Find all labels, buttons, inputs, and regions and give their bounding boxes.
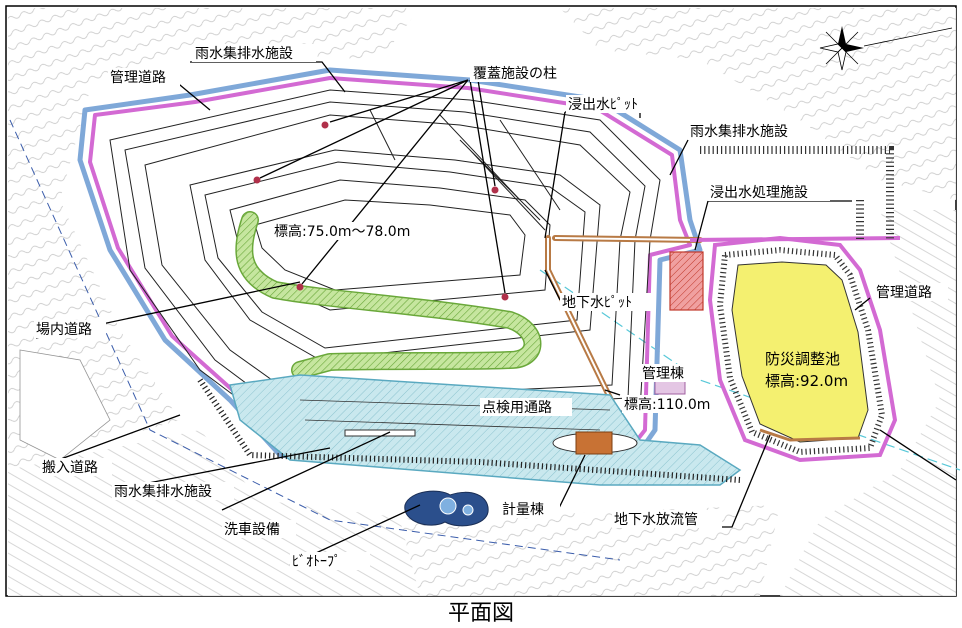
label-leachate-pit: 浸出水ﾋﾟｯﾄ: [568, 97, 638, 113]
label-car-wash: 洗車設備: [224, 521, 280, 538]
entry-retaining-wall: [197, 378, 741, 483]
labels: 雨水集排水施設 管理道路 覆蓋施設の柱 浸出水ﾋﾟｯﾄ 雨水集排水施設 浸出水処…: [34, 44, 948, 570]
retaining-right: [700, 146, 894, 240]
label-kanri-road-right: 管理道路: [876, 285, 932, 301]
weighing-building: [575, 431, 613, 455]
label-cover-pillars: 覆蓋施設の柱: [473, 66, 557, 82]
leachate-treatment-building: [669, 251, 704, 311]
pillar-3: [491, 186, 499, 194]
disaster-pond: [707, 235, 898, 463]
label-rain-right: 雨水集排水施設: [690, 123, 788, 140]
label-kanri-road-left: 管理道路: [110, 70, 166, 86]
plan-caption: 平面図: [448, 601, 514, 626]
rain-drain-outer: [77, 67, 703, 483]
label-rain-bottom: 雨水集排水施設: [114, 483, 212, 500]
label-admin-building: 管理棟: [642, 366, 684, 382]
rain-drain-right: [689, 236, 901, 242]
kanri-road-outer: [88, 76, 692, 474]
label-elevation-pond: 標高:92.0m: [765, 372, 848, 390]
label-disaster-pond: 防災調整池: [765, 350, 840, 368]
label-site-road: 場内道路: [36, 322, 92, 338]
site-road-hatch: [236, 212, 540, 378]
north-arrow-icon: [819, 26, 953, 71]
label-weighing-building: 計量棟: [502, 502, 544, 518]
pillar-2: [253, 176, 261, 184]
label-carry-in-road: 搬入道路: [42, 460, 98, 476]
label-elevation-landfill: 標高:75.0m～78.0m: [274, 223, 410, 240]
label-inspection-path: 点検用通路: [482, 400, 552, 416]
label-groundwater-pipe: 地下水放流管: [614, 512, 698, 528]
label-biotope: ﾋﾞｵﾄｰﾌﾟ: [292, 554, 341, 570]
label-groundwater-pit: 地下水ﾋﾟｯﾄ: [562, 295, 632, 311]
pillar-1: [321, 121, 329, 129]
pillar-5: [501, 293, 509, 301]
cover-pillars: [253, 121, 509, 301]
terrain-contours: [8, 8, 956, 596]
biotope: [404, 490, 489, 527]
pillar-4: [296, 283, 304, 291]
label-rain-top: 雨水集排水施設: [195, 45, 293, 62]
car-wash-facility: [344, 429, 416, 437]
label-elevation-admin: 標高:110.0m: [624, 396, 710, 413]
label-leachate-treatment: 浸出水処理施設: [710, 185, 808, 201]
